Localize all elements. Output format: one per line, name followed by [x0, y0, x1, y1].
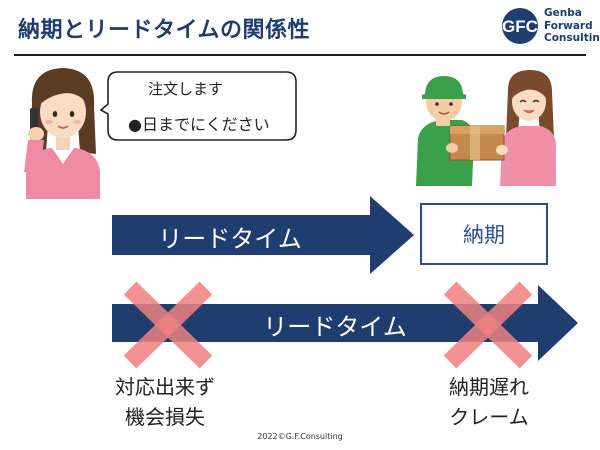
caption-line-complaint: クレーム — [449, 405, 529, 429]
logo-line-1: Genba — [544, 7, 582, 19]
page-title: 納期とリードタイムの関係性 — [18, 18, 311, 43]
customer-on-phone-illustration — [24, 68, 100, 199]
company-logo-text: Genba Forward Consulting — [544, 7, 600, 45]
speech-line-order: 注文します — [148, 80, 224, 98]
long-lead-time-arrow-label: リードタイム — [263, 313, 407, 341]
speech-line-due-date: ●日までにください — [128, 115, 270, 134]
cross-mark-right-icon — [443, 281, 533, 369]
caption-line-cannot-respond: 対応出来ず — [115, 375, 215, 399]
lead-time-arrow — [112, 196, 414, 274]
due-date-box: 納期 — [420, 203, 548, 265]
caption-line-opportunity-loss: 機会損失 — [125, 405, 205, 429]
cross-mark-left-icon — [123, 281, 213, 369]
logo-line-2: Forward — [544, 19, 593, 32]
company-logo-mark: GFC — [502, 8, 538, 44]
delivery-handoff-illustration — [416, 70, 556, 186]
logo-line-3: Consulting — [544, 32, 600, 44]
copyright-footer: 2022©G.F.Consulting — [257, 432, 343, 441]
speech-bubble — [100, 71, 297, 141]
delay-claim-caption: 納期遅れ クレーム — [424, 372, 554, 432]
logo-mark-text: GFC — [502, 17, 538, 36]
opportunity-loss-caption: 対応出来ず 機会損失 — [100, 372, 230, 432]
title-divider — [14, 54, 586, 56]
lead-time-arrow-label: リードタイム — [158, 225, 302, 253]
caption-line-delivery-delay: 納期遅れ — [449, 375, 529, 399]
